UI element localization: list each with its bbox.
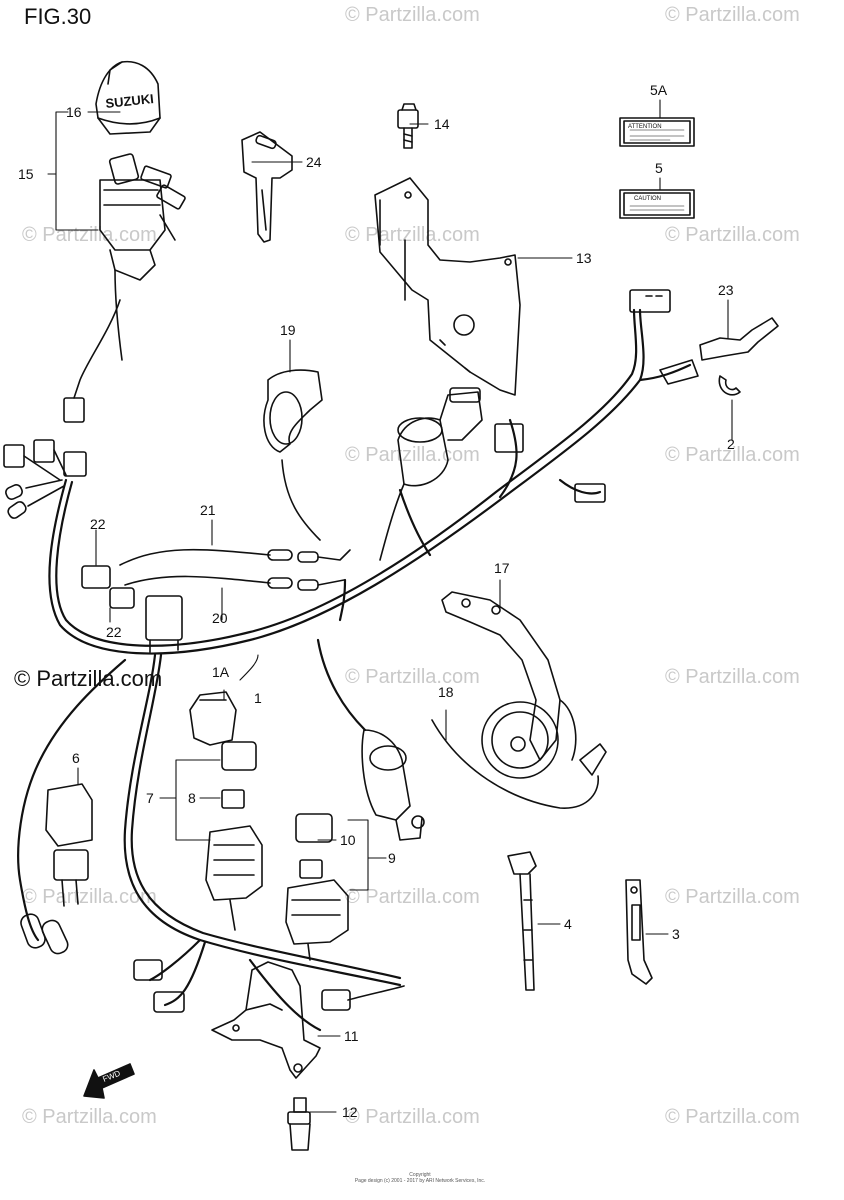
fuse-box-7 <box>205 741 263 931</box>
label-5a-header: ATTENTION <box>628 124 662 130</box>
copyright-footer: Copyright Page design (c) 2001 - 2017 by… <box>340 1172 500 1184</box>
watermark: © Partzilla.com <box>665 1106 800 1128</box>
connector-1a <box>189 691 237 746</box>
label-5 <box>619 189 695 219</box>
top-right-connector <box>629 289 779 396</box>
bolt-14 <box>397 103 419 149</box>
horn-18 <box>431 699 607 809</box>
watermark: © Partzilla.com <box>345 666 480 688</box>
callout-22-top: 22 <box>90 516 106 532</box>
key <box>241 131 293 243</box>
callout-11: 11 <box>344 1028 359 1044</box>
copyright-line-1: Copyright <box>409 1172 431 1178</box>
callout-19: 19 <box>280 322 296 338</box>
callout-1: 1 <box>254 690 262 706</box>
callout-1a: 1A <box>212 664 230 680</box>
watermark: © Partzilla.com <box>665 4 800 26</box>
connector-22-bottom <box>109 587 135 609</box>
callout-14: 14 <box>434 116 450 132</box>
main-harness <box>17 308 692 1032</box>
callout-5: 5 <box>655 160 663 176</box>
callout-12: 12 <box>342 1104 358 1120</box>
callout-17: 17 <box>494 560 510 576</box>
fuse-box-9 <box>285 813 349 961</box>
key-cap-text: SUZUKI <box>105 91 155 111</box>
leader-lines <box>47 99 733 1113</box>
rectifier <box>361 729 425 841</box>
figure-title: FIG.30 <box>24 4 92 29</box>
watermark: © Partzilla.com <box>345 886 480 908</box>
bracket-19 <box>263 369 323 541</box>
cable-tie-4 <box>507 851 537 991</box>
watermark: © Partzilla.com <box>22 1106 157 1128</box>
callout-8: 8 <box>188 790 196 806</box>
callout-10: 10 <box>340 832 356 848</box>
callout-7: 7 <box>146 790 154 806</box>
horn-bracket-17 <box>441 591 561 761</box>
relay-6 <box>20 783 93 955</box>
callout-2: 2 <box>727 436 735 452</box>
callout-9: 9 <box>388 850 396 866</box>
label-5-header: CAUTION <box>634 196 661 202</box>
callout-20: 20 <box>212 610 228 626</box>
brand-mark: © Partzilla.com <box>14 666 163 691</box>
callout-15: 15 <box>18 166 34 182</box>
watermark: © Partzilla.com <box>345 1106 480 1128</box>
callout-18: 18 <box>438 684 454 700</box>
callout-13: 13 <box>576 250 592 266</box>
connector-22-top <box>81 565 111 589</box>
watermark: © Partzilla.com <box>665 224 800 246</box>
callout-23: 23 <box>718 282 734 298</box>
ignition-coil <box>379 387 606 561</box>
callout-3: 3 <box>672 926 680 942</box>
callout-4: 4 <box>564 916 572 932</box>
harness-connectors-bottom <box>133 959 405 1013</box>
bolt-12 <box>287 1097 311 1151</box>
callout-24: 24 <box>306 154 322 170</box>
bracket-13 <box>374 177 521 396</box>
copyright-line-2: Page design (c) 2001 - 2017 by ARI Netwo… <box>354 1178 486 1184</box>
ignition-switch <box>99 153 186 361</box>
callout-6: 6 <box>72 750 80 766</box>
lead-wires <box>119 548 351 591</box>
clamp-3 <box>625 879 653 985</box>
label-5a <box>619 117 695 147</box>
fwd-arrow: FWD <box>83 1063 135 1099</box>
callout-16: 16 <box>66 104 82 120</box>
watermark: © Partzilla.com <box>22 886 157 908</box>
callout-21: 21 <box>200 502 216 518</box>
callout-22-bottom: 22 <box>106 624 122 640</box>
watermark: © Partzilla.com <box>345 4 480 26</box>
watermark: © Partzilla.com <box>665 444 800 466</box>
harness-connectors-left <box>3 299 121 519</box>
watermark: © Partzilla.com <box>665 886 800 908</box>
callout-5a: 5A <box>650 82 668 98</box>
harness-relay <box>145 595 183 653</box>
key-cap <box>95 60 161 135</box>
watermark: © Partzilla.com <box>665 666 800 688</box>
bracket-11 <box>211 961 321 1079</box>
